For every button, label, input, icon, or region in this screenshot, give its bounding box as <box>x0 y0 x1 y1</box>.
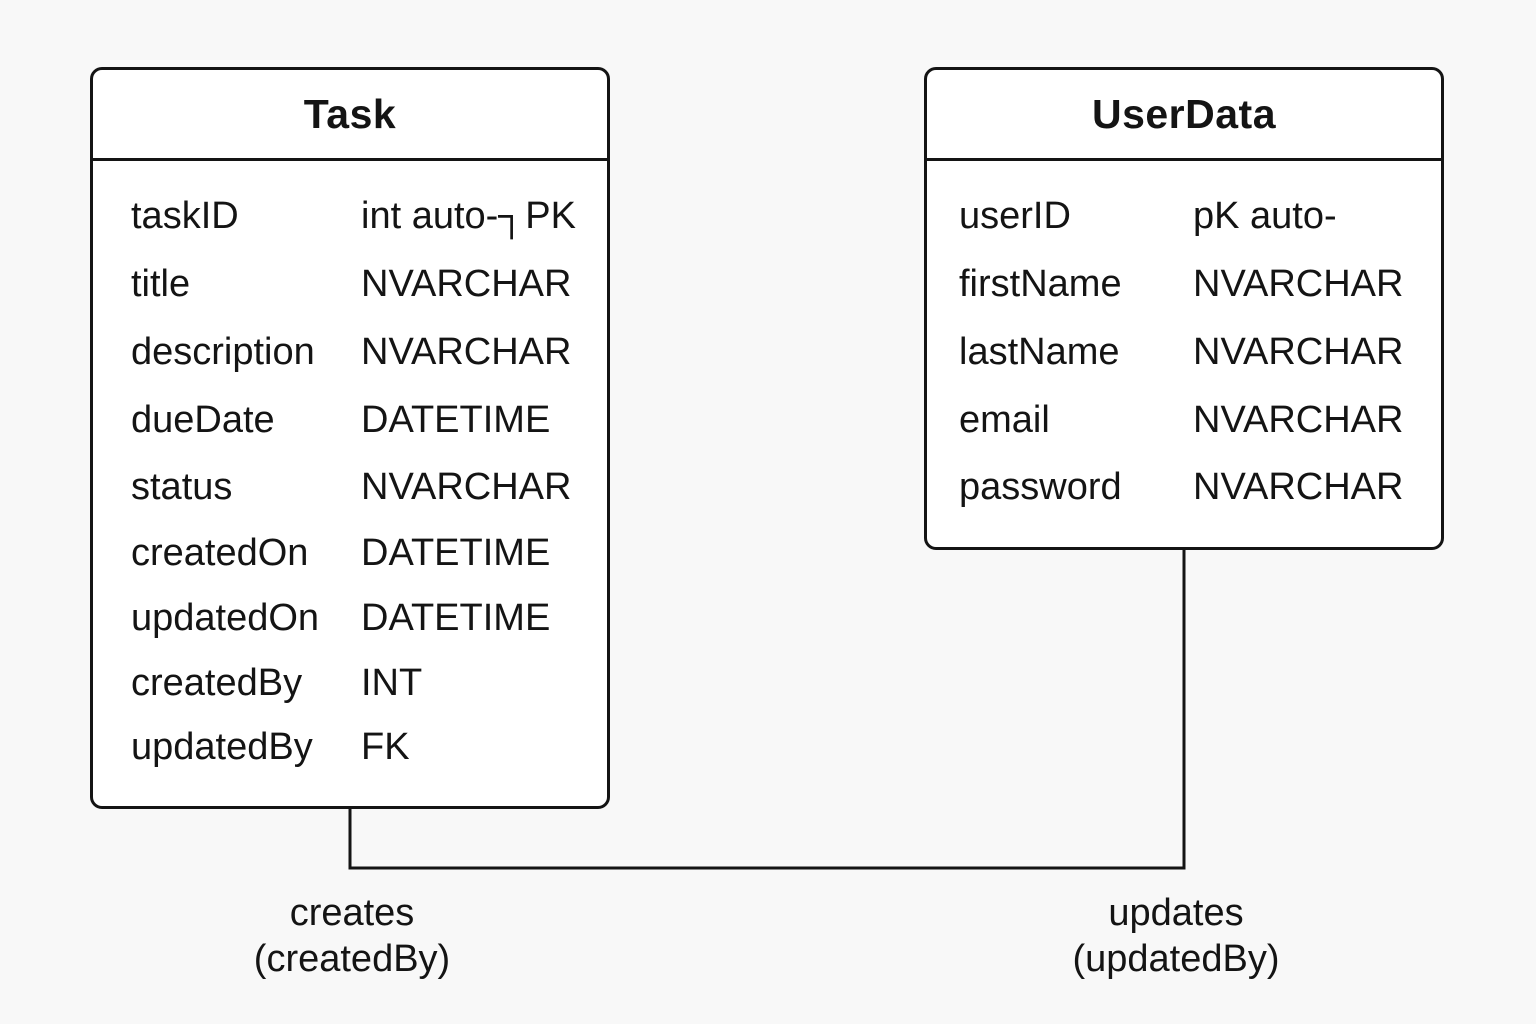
field-name: updatedOn <box>131 597 320 639</box>
userdata-entity-box[interactable]: UserData userID pK auto- firstName NVARC… <box>924 67 1444 550</box>
task-field-row: createdBy INT <box>93 658 607 708</box>
field-type: DATETIME <box>361 532 551 574</box>
task-field-row: createdOn DATETIME <box>93 528 607 578</box>
task-entity-box[interactable]: Task taskID int auto-┐PK title NVARCHAR … <box>90 67 610 809</box>
userdata-field-row: userID pK auto- <box>927 191 1441 241</box>
updates-label-line1: updates <box>1108 892 1244 934</box>
creates-label-line2: (createdBy) <box>253 938 451 980</box>
field-type: NVARCHAR <box>1193 466 1404 508</box>
creates-relationship-label: creates (createdBy) <box>172 890 532 982</box>
field-type: int auto-┐PK <box>361 195 576 237</box>
task-field-row: updatedOn DATETIME <box>93 593 607 643</box>
field-name: dueDate <box>131 399 275 441</box>
userdata-field-row: email NVARCHAR <box>927 395 1441 445</box>
field-name: title <box>131 263 191 305</box>
field-name: description <box>131 331 315 373</box>
task-field-row: status NVARCHAR <box>93 462 607 512</box>
field-type: NVARCHAR <box>1193 399 1404 441</box>
task-field-row: title NVARCHAR <box>93 259 607 309</box>
updates-relationship-label: updates (updatedBy) <box>996 890 1356 982</box>
field-name: taskID <box>131 195 239 237</box>
updates-label-line2: (updatedBy) <box>1072 938 1280 980</box>
field-name: userID <box>959 195 1071 237</box>
field-name: email <box>959 399 1050 441</box>
userdata-field-row: firstName NVARCHAR <box>927 259 1441 309</box>
field-type: NVARCHAR <box>1193 263 1404 305</box>
field-type: NVARCHAR <box>361 331 572 373</box>
creates-label-line1: creates <box>289 892 415 934</box>
field-type: INT <box>361 662 423 704</box>
field-type: NVARCHAR <box>361 263 572 305</box>
field-type: DATETIME <box>361 399 551 441</box>
field-name: updatedBy <box>131 726 313 768</box>
task-field-row: dueDate DATETIME <box>93 395 607 445</box>
field-type: FK <box>361 726 410 768</box>
field-name: createdOn <box>131 532 309 574</box>
field-type: NVARCHAR <box>1193 331 1404 373</box>
userdata-field-row: lastName NVARCHAR <box>927 327 1441 377</box>
userdata-entity-title: UserData <box>927 70 1441 161</box>
task-field-row: description NVARCHAR <box>93 327 607 377</box>
field-name: lastName <box>959 331 1120 373</box>
field-type: NVARCHAR <box>361 466 572 508</box>
field-type: DATETIME <box>361 597 551 639</box>
field-name: firstName <box>959 263 1122 305</box>
task-field-row: updatedBy FK <box>93 722 607 772</box>
field-name: createdBy <box>131 662 303 704</box>
field-name: password <box>959 466 1122 508</box>
task-field-row: taskID int auto-┐PK <box>93 191 607 241</box>
field-name: status <box>131 466 233 508</box>
userdata-field-row: password NVARCHAR <box>927 462 1441 512</box>
task-entity-title: Task <box>93 70 607 161</box>
field-type: pK auto- <box>1193 195 1337 237</box>
